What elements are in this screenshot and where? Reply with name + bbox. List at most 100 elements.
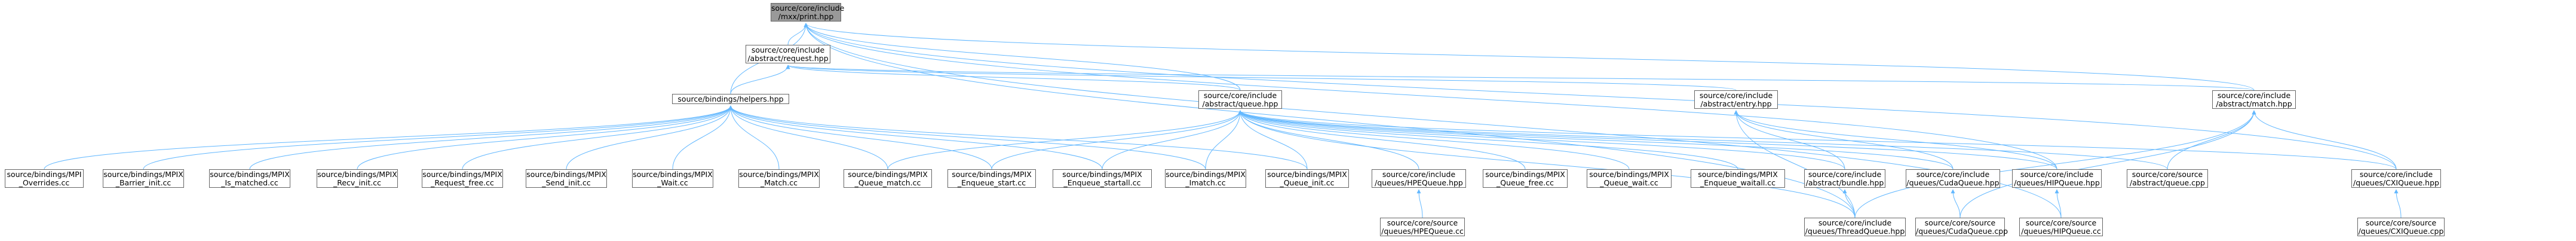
node-cxiqueue-cpp-line-1: source/core/source — [2365, 218, 2437, 227]
node-hpequeue-cc[interactable]: source/core/source /queues/HPEQueue.cc — [1380, 218, 1465, 236]
node-cudaqueue-hpp-line-2: /queues/CudaQueue.hpp — [1906, 178, 2000, 187]
node-is-matched[interactable]: source/bindings/MPIX _Is_matched.cc — [209, 169, 290, 188]
node-recv-init-line-2: _Recv_init.cc — [333, 178, 382, 187]
node-enqueue-waitall-line-1: source/bindings/MPIX — [1698, 170, 1778, 179]
node-enqueue-startall[interactable]: source/bindings/MPIX _Enqueue_startall.c… — [1053, 169, 1152, 188]
node-request[interactable]: source/core/include /abstract/request.hp… — [746, 45, 830, 63]
node-match[interactable]: source/core/include /abstract/match.hpp — [2212, 90, 2296, 109]
node-cxiqueue-hpp-line-2: /queues/CXIQueue.hpp — [2353, 178, 2439, 187]
node-print[interactable]: source/core/include /mxx/print.hpp — [771, 3, 845, 22]
edge-threadqueue_hpp-to-entry — [1734, 110, 1856, 218]
node-queue-wait[interactable]: source/bindings/MPIX _Queue_wait.cc — [1587, 169, 1672, 188]
edge-queue_match-to-helpers — [728, 105, 888, 170]
node-enqueue-start[interactable]: source/bindings/MPIX _Enqueue_start.cc — [947, 169, 1036, 188]
node-is-matched-line-1: source/bindings/MPIX — [210, 170, 290, 179]
node-cudaqueue-cpp-line-2: /queues/CudaQueue.cpp — [1916, 227, 2008, 236]
node-hpequeue-cc-line-2: /queues/HPEQueue.cc — [1381, 227, 1464, 236]
edge-queue_init-to-queue_hpp — [1238, 110, 1308, 170]
node-queue-match[interactable]: source/bindings/MPIX _Queue_match.cc — [844, 169, 932, 188]
node-cxiqueue-cpp[interactable]: source/core/source /queues/CXIQueue.cpp — [2357, 218, 2445, 236]
edge-queue_free-to-queue_hpp — [1238, 110, 1526, 170]
node-helpers[interactable]: source/bindings/helpers.hpp — [672, 94, 789, 104]
node-match-cc[interactable]: source/bindings/MPIX _Match.cc — [738, 169, 820, 188]
node-entry-line-1: source/core/include — [1699, 91, 1773, 100]
node-cudaqueue-cpp[interactable]: source/core/source /queues/CudaQueue.cpp — [1915, 218, 2008, 236]
edge-cxiqueue_cpp-to-cxiqueue_hpp — [2394, 189, 2402, 218]
edge-helpers-to-request — [730, 65, 790, 94]
node-cxiqueue-cpp-line-2: /queues/CXIQueue.cpp — [2358, 227, 2444, 236]
node-wait-line-1: source/bindings/MPIX — [633, 170, 713, 179]
node-wait-line-2: _Wait.cc — [657, 178, 688, 187]
node-hpequeue-hpp[interactable]: source/core/include /queues/HPEQueue.hpp — [1372, 169, 1466, 188]
node-hipqueue-hpp-line-1: source/core/include — [2020, 170, 2094, 179]
node-queue-init-line-1: source/bindings/MPIX — [1267, 170, 1347, 179]
edge-imatch-to-queue_hpp — [1205, 110, 1243, 170]
node-enqueue-start-line-1: source/bindings/MPIX — [952, 170, 1032, 179]
node-queue-free[interactable]: source/bindings/MPIX _Queue_free.cc — [1483, 169, 1568, 188]
edge-bundle-to-queue_hpp — [1238, 110, 1845, 170]
node-send-init-line-2: _Send_init.cc — [542, 178, 591, 187]
edge-mpi_overrides-to-helpers — [44, 105, 733, 170]
node-cxiqueue-hpp[interactable]: source/core/include /queues/CXIQueue.hpp — [2351, 169, 2441, 188]
node-cudaqueue-hpp[interactable]: source/core/include /queues/CudaQueue.hp… — [1906, 169, 2000, 188]
edge-hipqueue_hpp-to-queue_hpp — [1238, 110, 2057, 170]
node-barrier-init[interactable]: source/bindings/MPIX _Barrier_init.cc — [103, 169, 184, 188]
edge-threadqueue_hpp-to-match — [1854, 110, 2256, 218]
node-entry[interactable]: source/core/include /abstract/entry.hpp — [1694, 90, 1778, 109]
edge-bundle-to-entry — [1734, 110, 1845, 170]
node-bundle-line-2: /abstract/bundle.hpp — [1805, 178, 1884, 187]
node-queue-init-line-2: _Queue_init.cc — [1280, 178, 1335, 187]
edge-threadqueue_hpp-to-queue_hpp — [1238, 110, 1856, 218]
node-hpequeue-hpp-line-1: source/core/include — [1382, 170, 1456, 179]
edge-queue_wait-to-queue_hpp — [1238, 110, 1630, 170]
edge-enqueue_startall-to-helpers — [728, 105, 1103, 170]
node-helpers-line-1: source/bindings/helpers.hpp — [677, 94, 784, 103]
node-queue-cpp-line-2: /abstract/queue.cpp — [2130, 178, 2205, 187]
node-wait[interactable]: source/bindings/MPIX _Wait.cc — [632, 169, 713, 188]
node-queue-free-line-1: source/bindings/MPIX — [1485, 170, 1565, 179]
node-recv-init[interactable]: source/bindings/MPIX _Recv_init.cc — [317, 169, 398, 188]
node-send-init[interactable]: source/bindings/MPIX _Send_init.cc — [526, 169, 607, 188]
node-hipqueue-cc[interactable]: source/core/source /queues/HIPQueue.cc — [2019, 218, 2103, 236]
node-queue-hpp[interactable]: source/core/include /abstract/queue.hpp — [1198, 90, 1282, 109]
edge-hpequeue_hpp-to-queue_hpp — [1238, 110, 1419, 170]
edge-is_matched-to-helpers — [249, 105, 733, 170]
edge-hipqueue_cc-to-hipqueue_hpp — [2054, 189, 2062, 218]
node-enqueue-start-line-2: _Enqueue_start.cc — [957, 178, 1026, 187]
node-enqueue-waitall[interactable]: source/bindings/MPIX _Enqueue_waitall.cc — [1691, 169, 1785, 188]
edge-match-to-print — [804, 23, 2255, 91]
node-mpi-overrides-line-2: _Overrides.cc — [19, 178, 70, 187]
node-imatch[interactable]: source/bindings/MPIX _Imatch.cc — [1165, 169, 1246, 188]
node-threadqueue-hpp-line-1: source/core/include — [1818, 218, 1892, 227]
node-queue-init[interactable]: source/bindings/MPIX _Queue_init.cc — [1265, 169, 1349, 188]
edge-queue_cpp-to-queue_hpp — [1238, 110, 2168, 170]
node-queue-wait-line-2: _Queue_wait.cc — [1600, 178, 1658, 187]
edge-enqueue_waitall-to-queue_hpp — [1238, 110, 1738, 170]
node-threadqueue-hpp[interactable]: source/core/include /queues/ThreadQueue.… — [1804, 218, 1906, 236]
node-queue-wait-line-1: source/bindings/MPIX — [1589, 170, 1669, 179]
node-request-free-line-1: source/bindings/MPIX — [422, 170, 502, 179]
node-match-cc-line-2: _Match.cc — [760, 178, 798, 187]
node-recv-init-line-1: source/bindings/MPIX — [317, 170, 397, 179]
edge-send_init-to-helpers — [566, 105, 733, 170]
node-hipqueue-hpp[interactable]: source/core/include /queues/HIPQueue.hpp — [2012, 169, 2102, 188]
node-queue-free-line-2: _Queue_free.cc — [1496, 178, 1554, 187]
edge-cudaqueue_cpp-to-match — [1959, 110, 2256, 218]
edge-threadqueue_hpp-to-bundle — [1842, 189, 1856, 218]
edge-cxiqueue_hpp-to-queue_hpp — [1238, 110, 2397, 170]
node-mpi-overrides[interactable]: source/bindings/MPI _Overrides.cc — [5, 169, 84, 188]
edge-entry-to-request — [786, 65, 1737, 91]
node-match-line-2: /abstract/match.hpp — [2216, 99, 2292, 108]
edge-cxiqueue_hpp-to-print — [804, 23, 2397, 170]
node-request-line-1: source/core/include — [751, 45, 825, 54]
node-match-line-1: source/core/include — [2217, 91, 2291, 100]
node-bundle[interactable]: source/core/include /abstract/bundle.hpp — [1804, 169, 1885, 188]
node-enqueue-startall-line-2: _Enqueue_startall.cc — [1063, 178, 1141, 187]
node-request-free[interactable]: source/bindings/MPIX _Request_free.cc — [422, 169, 503, 188]
node-queue-cpp[interactable]: source/core/source /abstract/queue.cpp — [2127, 169, 2208, 188]
node-print-line-1: source/core/include — [771, 4, 845, 13]
edge-match-to-request — [786, 65, 2255, 91]
node-hpequeue-cc-line-1: source/core/source — [1387, 218, 1458, 227]
edge-threadqueue_hpp-to-print — [804, 23, 1856, 218]
